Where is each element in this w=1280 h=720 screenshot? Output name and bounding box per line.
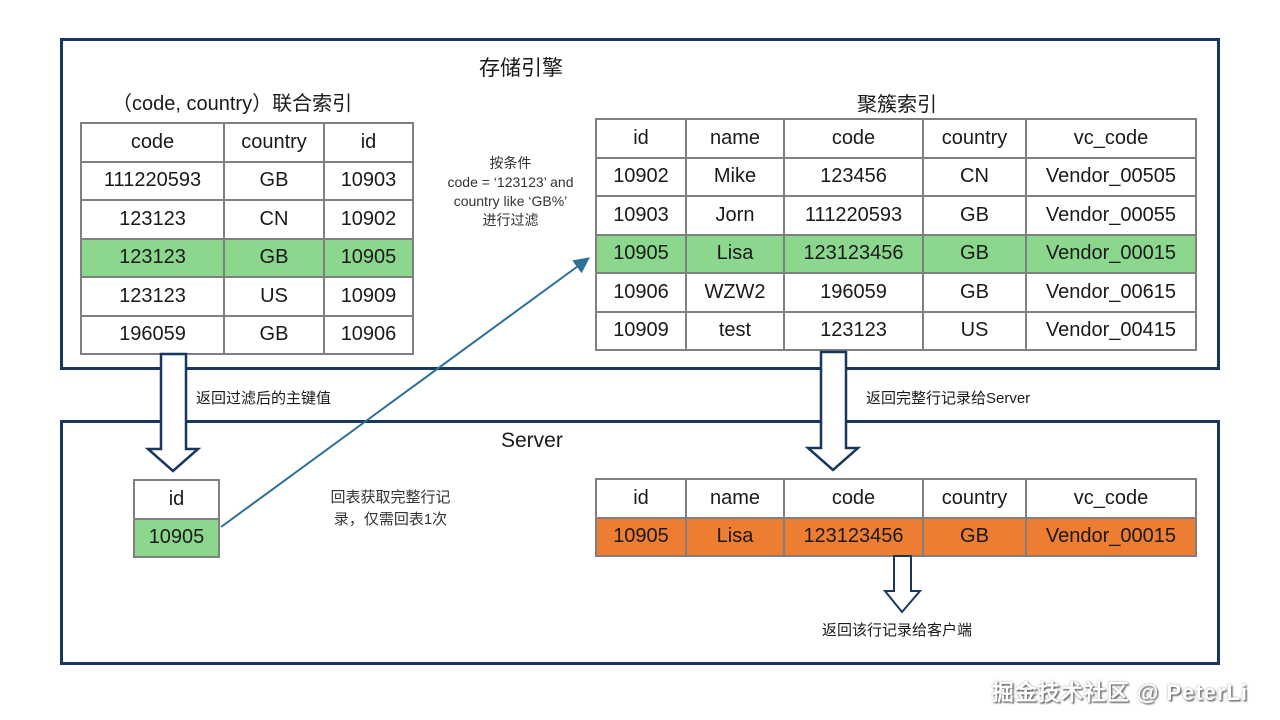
table-cell: 10905 — [595, 233, 687, 274]
table-cell: 10903 — [595, 195, 687, 236]
column-header: country — [922, 478, 1027, 519]
table-cell: Mike — [685, 156, 785, 197]
table-cell: Lisa — [685, 233, 785, 274]
table-cell: GB — [922, 272, 1027, 313]
storage-engine-title: 存储引擎 — [479, 57, 563, 80]
column-header: id — [323, 122, 414, 163]
table-cell: Vendor_00505 — [1025, 156, 1197, 197]
table-cell: 10909 — [323, 276, 414, 317]
back-note-line: 回表获取完整行记 — [330, 489, 451, 506]
table-cell: 123123 — [783, 310, 924, 351]
column-header: name — [685, 118, 785, 159]
return-row-to-client-label: 返回该行记录给客户端 — [822, 622, 973, 639]
return-filtered-pk-label: 返回过滤后的主键值 — [196, 390, 332, 407]
table-cell: 196059 — [80, 314, 225, 355]
table-cell: GB — [223, 314, 325, 355]
table-cell: GB — [922, 195, 1027, 236]
column-header: vc_code — [1025, 118, 1197, 159]
column-header: vc_code — [1025, 478, 1197, 519]
table-cell: 196059 — [783, 272, 924, 313]
table-cell: Vendor_00055 — [1025, 195, 1197, 236]
column-header: code — [80, 122, 225, 163]
column-header: code — [783, 478, 924, 519]
table-cell: CN — [922, 156, 1027, 197]
table-cell: 10902 — [323, 199, 414, 240]
table-cell: Vendor_00015 — [1025, 233, 1197, 274]
table-cell: US — [922, 310, 1027, 351]
table-cell: 123123456 — [783, 233, 924, 274]
table-cell: Vendor_00615 — [1025, 272, 1197, 313]
table-cell: 123123 — [80, 237, 225, 278]
table-cell: 10906 — [323, 314, 414, 355]
table-header-row: id — [133, 479, 220, 520]
server-title: Server — [501, 429, 563, 452]
filter-note-line: country like ‘GB%’ — [453, 193, 568, 209]
table-cell: 10906 — [595, 272, 687, 313]
table-cell: US — [223, 276, 325, 317]
column-header: country — [223, 122, 325, 163]
table-cell: 123123 — [80, 199, 225, 240]
table-cell: 10905 — [595, 516, 687, 557]
filter-note-line: code = ‘123123’ and — [447, 174, 574, 190]
table-cell: Jorn — [685, 195, 785, 236]
table-cell: 111220593 — [783, 195, 924, 236]
table-cell: GB — [223, 237, 325, 278]
table-cell: 10902 — [595, 156, 687, 197]
table-cell: 10905 — [323, 237, 414, 278]
table-cell: 10903 — [323, 160, 414, 201]
filter-condition-note: 按条件 code = ‘123123’ and country like ‘GB… — [413, 154, 608, 230]
watermark: 掘金技术社区 @ PeterLi — [991, 680, 1248, 705]
table-cell: Lisa — [685, 516, 785, 557]
table-cell: 123123 — [80, 276, 225, 317]
table-cell: test — [685, 310, 785, 351]
return-full-row-label: 返回完整行记录给Server — [866, 390, 1031, 407]
clustered-index-title: 聚簇索引 — [857, 94, 937, 116]
column-header: country — [922, 118, 1027, 159]
table-cell: 123123456 — [783, 516, 924, 557]
table-cell: CN — [223, 199, 325, 240]
table-cell: 10909 — [595, 310, 687, 351]
table-cell: Vendor_00415 — [1025, 310, 1197, 351]
table-cell: GB — [223, 160, 325, 201]
table-row: 10905 — [133, 517, 220, 558]
column-header: code — [783, 118, 924, 159]
table-cell: GB — [922, 516, 1027, 557]
filter-note-line: 进行过滤 — [482, 212, 539, 228]
table-cell: 10905 — [133, 517, 220, 558]
table-cell: 111220593 — [80, 160, 225, 201]
table-cell: 123456 — [783, 156, 924, 197]
filter-note-line: 按条件 — [489, 155, 532, 171]
column-header: id — [133, 479, 220, 520]
table-cell: WZW2 — [685, 272, 785, 313]
column-header: name — [685, 478, 785, 519]
column-header: id — [595, 118, 687, 159]
table-cell: GB — [922, 233, 1027, 274]
column-header: id — [595, 478, 687, 519]
back-note-line: 录，仅需回表1次 — [333, 511, 448, 528]
table-cell: Vendor_00015 — [1025, 516, 1197, 557]
back-to-table-note: 回表获取完整行记 录，仅需回表1次 — [298, 487, 483, 531]
joint-index-title: （code, country）联合索引 — [112, 93, 353, 115]
